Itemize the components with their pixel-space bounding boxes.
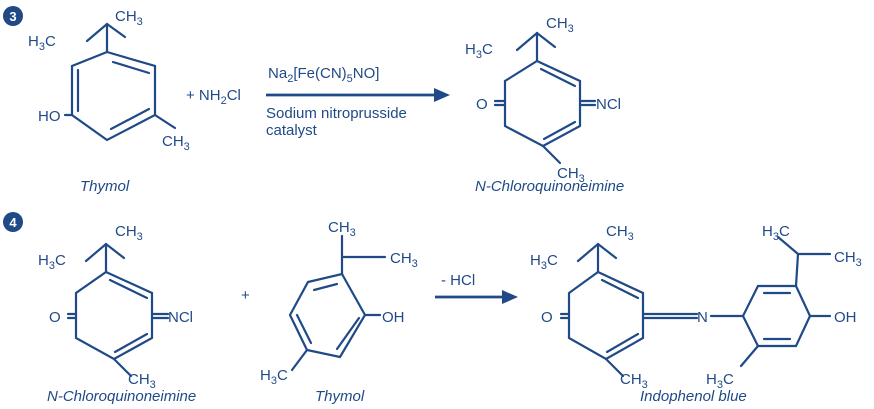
step-3-badge: 3 — [3, 6, 23, 26]
catalyst-name-line2: catalyst — [266, 122, 318, 139]
indophenol-h3c-left-label: H3C — [530, 252, 558, 272]
thymol-ch3-top-label: CH3 — [115, 8, 143, 28]
thymol-ch3-bottom-label: CH3 — [162, 133, 190, 153]
thymol-ho-label: HO — [38, 108, 61, 125]
ammonium-chloride-reagent: + NH2Cl — [186, 87, 241, 107]
chloroquinoneimine-structure-step4 — [66, 242, 170, 378]
thymol-h3c-label: H3C — [28, 33, 56, 53]
arrow-head-step4 — [502, 290, 518, 304]
product3-o-label: O — [476, 96, 488, 113]
svg-text:4: 4 — [9, 215, 17, 230]
thymol4-oh-label: OH — [382, 309, 405, 326]
product3-ch3-bottom-label: CH3 — [557, 165, 585, 185]
svg-text:3: 3 — [9, 9, 16, 24]
thymol4-h3c-label: H3C — [260, 367, 288, 387]
product3-ncl-label: NCl — [596, 96, 621, 113]
indophenol-h3c-right-label: H3C — [762, 223, 790, 243]
thymol4-ch3-b-label: CH3 — [390, 250, 418, 270]
catalyst-name-line1: Sodium nitroprusside — [266, 105, 407, 122]
reactant4-ncl-label: NCl — [168, 309, 193, 326]
thymol-caption-step4: Thymol — [315, 388, 365, 405]
catalyst-formula: Na2[Fe(CN)5NO] — [268, 65, 379, 85]
indophenol-blue-structure — [559, 235, 832, 378]
indophenol-n-label: N — [697, 309, 708, 326]
plus-sign: + — [241, 287, 250, 304]
thymol4-ch3-a-label: CH3 — [328, 219, 356, 239]
product3-h3c-label: H3C — [465, 41, 493, 61]
thymol-caption-step3: Thymol — [80, 178, 130, 195]
hcl-elimination-label: - HCl — [441, 272, 475, 289]
indophenol-h3c-bottom-label: H3C — [706, 371, 734, 391]
arrow-head-step3 — [434, 88, 450, 102]
indophenol-oh-label: OH — [834, 309, 857, 326]
indophenol-o-label: O — [541, 309, 553, 326]
indophenol-blue-caption: Indophenol blue — [640, 388, 747, 405]
indophenol-ch3-right-label: CH3 — [834, 249, 862, 269]
thymol-structure-step3 — [63, 22, 177, 142]
indophenol-ch3-left-label: CH3 — [606, 223, 634, 243]
reactant4-o-label: O — [49, 309, 61, 326]
indophenol-ch3-bottom-label: CH3 — [620, 371, 648, 391]
product3-ch3-top-label: CH3 — [546, 15, 574, 35]
reactant4-ch3-top-label: CH3 — [115, 223, 143, 243]
chloroquinoneimine-caption-step4: N-Chloroquinoneimine — [47, 388, 196, 405]
step-4-badge: 4 — [3, 212, 23, 232]
thymol-structure-step4 — [288, 234, 387, 372]
chloroquinoneimine-caption-step3: N-Chloroquinoneimine — [475, 178, 624, 195]
reactant4-h3c-label: H3C — [38, 252, 66, 272]
reactant4-ch3-bottom-label: CH3 — [128, 371, 156, 391]
chloroquinoneimine-structure-step3 — [493, 31, 597, 165]
